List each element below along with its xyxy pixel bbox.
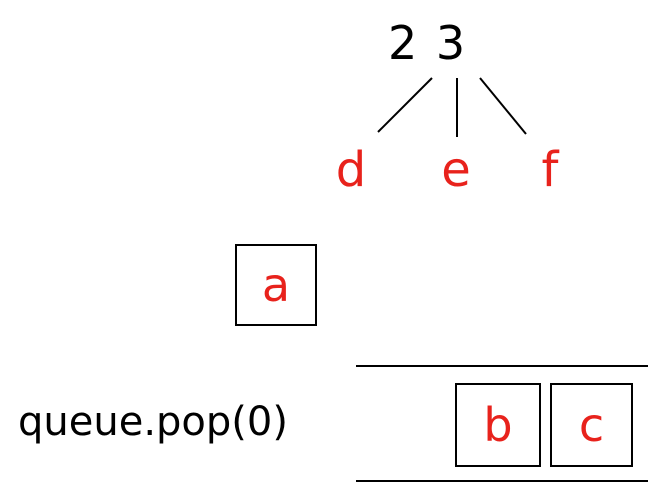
queue-item-label: c xyxy=(578,398,605,452)
edge-to-f xyxy=(479,77,527,135)
queue-item-box: c xyxy=(550,383,633,467)
current-node-box: a xyxy=(235,244,317,326)
tree-child-d: d xyxy=(335,142,367,198)
edge-to-d xyxy=(377,77,433,133)
tree-child-e: e xyxy=(441,142,471,198)
queue-item-label: b xyxy=(483,398,513,452)
tree-child-f: f xyxy=(541,142,559,198)
queue-operation-label: queue.pop(0) xyxy=(18,399,288,445)
queue-item-box: b xyxy=(455,383,541,467)
tree-root-label: 2 3 xyxy=(388,16,468,70)
current-node-label: a xyxy=(261,258,291,312)
